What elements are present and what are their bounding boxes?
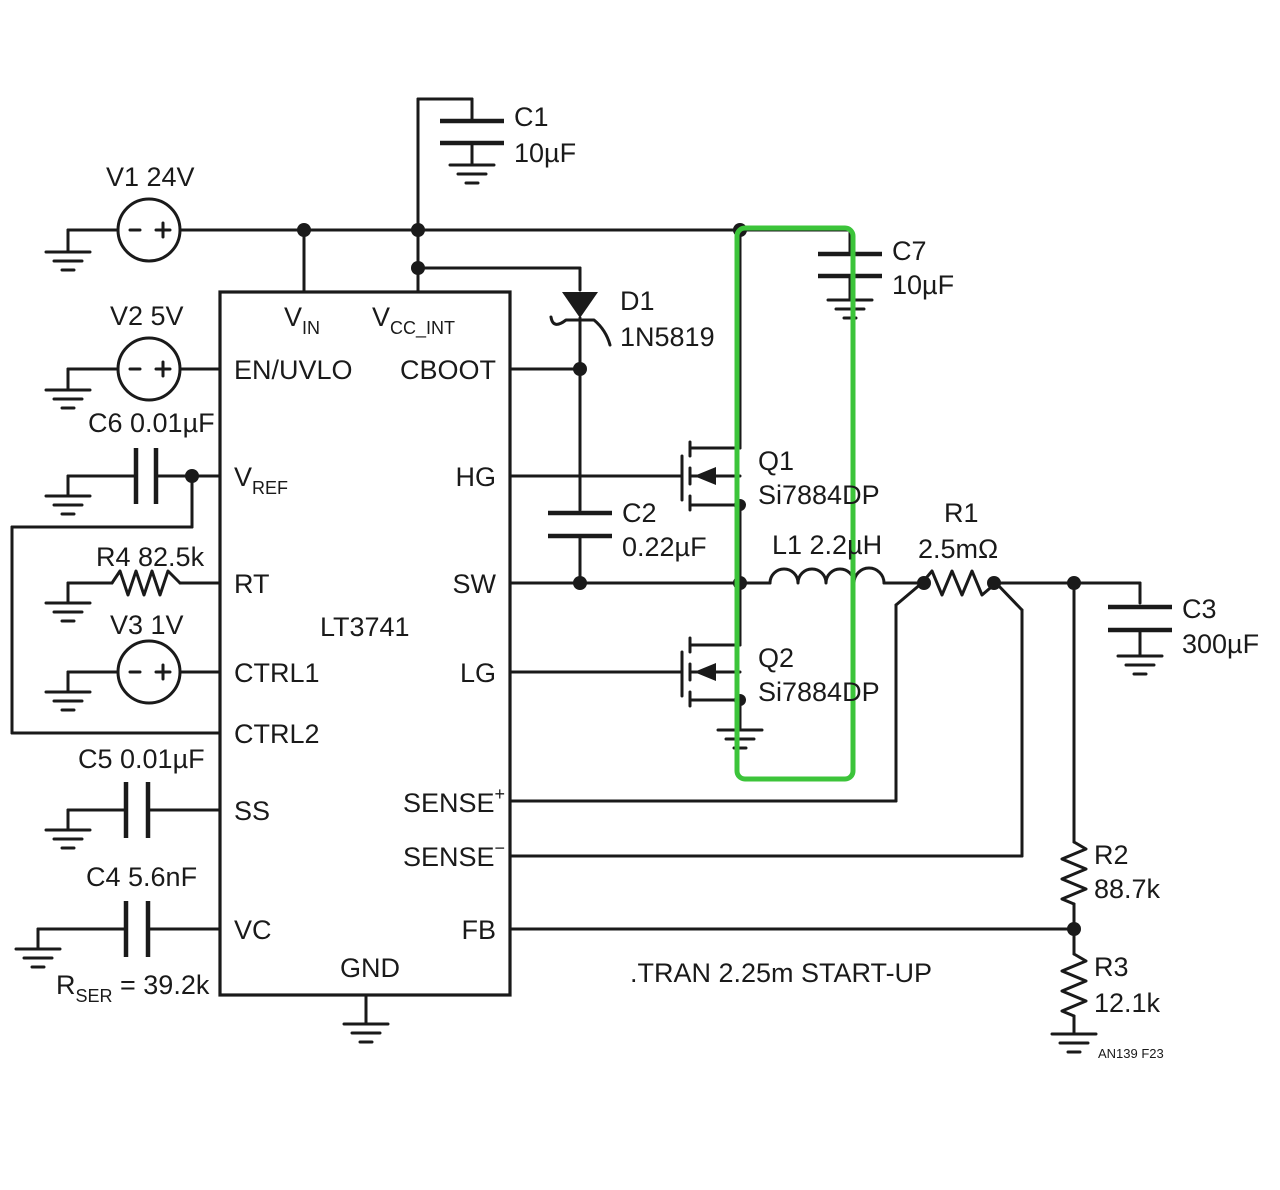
label-r1-value: 2.5mΩ	[918, 534, 998, 564]
label-q2-name: Q2	[758, 643, 794, 673]
pin-vref: VREF	[234, 462, 288, 498]
label-d1-name: D1	[620, 286, 655, 316]
capacitor-c7	[818, 251, 882, 302]
label-v3: V3 1V	[110, 610, 184, 640]
capacitor-c3	[1108, 604, 1172, 658]
label-c4: C4 5.6nF	[86, 862, 197, 892]
label-v2: V2 5V	[110, 301, 184, 331]
pin-sense-plus: SENSE+	[403, 784, 505, 818]
source-v1	[116, 197, 182, 263]
pin-ctrl1: CTRL1	[234, 658, 320, 688]
label-c2-value: 0.22µF	[622, 532, 707, 562]
label-c7-name: C7	[892, 236, 927, 266]
source-v2	[116, 336, 182, 402]
pin-hg: HG	[456, 462, 497, 492]
label-c1-name: C1	[514, 102, 549, 132]
capacitor-c1	[440, 118, 504, 167]
capacitor-c5	[123, 782, 151, 838]
pin-ctrl2: CTRL2	[234, 719, 320, 749]
highlight-box	[734, 225, 856, 782]
label-c1-value: 10µF	[514, 138, 576, 168]
label-r3-value: 12.1k	[1094, 988, 1161, 1018]
label-q1-value: Si7884DP	[758, 480, 880, 510]
ic-name: LT3741	[320, 612, 410, 642]
label-q2-value: Si7884DP	[758, 677, 880, 707]
pin-vin: VIN	[284, 302, 320, 338]
label-r1-name: R1	[944, 498, 979, 528]
pin-lg: LG	[460, 658, 496, 688]
label-c5: C5 0.01µF	[78, 744, 205, 774]
pin-en-uvlo: EN/UVLO	[234, 355, 353, 385]
pin-gnd: GND	[340, 953, 400, 983]
resistor-r3	[1060, 952, 1088, 1018]
pin-fb: FB	[461, 915, 496, 945]
resistor-r1	[920, 569, 998, 597]
label-r2-name: R2	[1094, 840, 1129, 870]
mosfet-q1	[680, 440, 742, 512]
label-r3-name: R3	[1094, 952, 1129, 982]
label-c3-name: C3	[1182, 594, 1217, 624]
pin-sense-minus: SENSE−	[403, 838, 505, 872]
label-d1-value: 1N5819	[620, 322, 715, 352]
pin-rt: RT	[234, 569, 270, 599]
label-r2-value: 88.7k	[1094, 874, 1161, 904]
junctions	[185, 223, 1081, 936]
label-r4: R4 82.5k	[96, 542, 205, 572]
diode-d1	[549, 292, 612, 347]
label-c6: C6 0.01µF	[88, 408, 215, 438]
sim-directive: .TRAN 2.25m START-UP	[630, 958, 932, 988]
label-l1: L1 2.2µH	[772, 530, 882, 560]
resistor-r4	[110, 569, 182, 597]
source-v3	[116, 639, 182, 705]
pin-ss: SS	[234, 796, 270, 826]
pin-vcc-int: VCC_INT	[372, 302, 455, 339]
pin-cboot: CBOOT	[400, 355, 496, 385]
capacitor-c6	[133, 448, 159, 504]
resistor-r2	[1060, 840, 1088, 906]
label-c3-value: 300µF	[1182, 629, 1259, 659]
pin-vc: VC	[234, 915, 272, 945]
ic-body	[218, 290, 512, 997]
capacitor-c2	[548, 510, 612, 539]
pin-sw: SW	[453, 569, 497, 599]
label-q1-name: Q1	[758, 446, 794, 476]
mosfet-q2	[680, 636, 742, 708]
label-c2-name: C2	[622, 498, 657, 528]
figure-id: AN139 F23	[1098, 1046, 1164, 1061]
capacitor-c4	[123, 901, 151, 957]
label-v1: V1 24V	[106, 162, 195, 192]
label-c7-value: 10µF	[892, 270, 954, 300]
inductor-l1	[768, 566, 886, 585]
label-rser: RSER = 39.2k	[56, 970, 210, 1006]
